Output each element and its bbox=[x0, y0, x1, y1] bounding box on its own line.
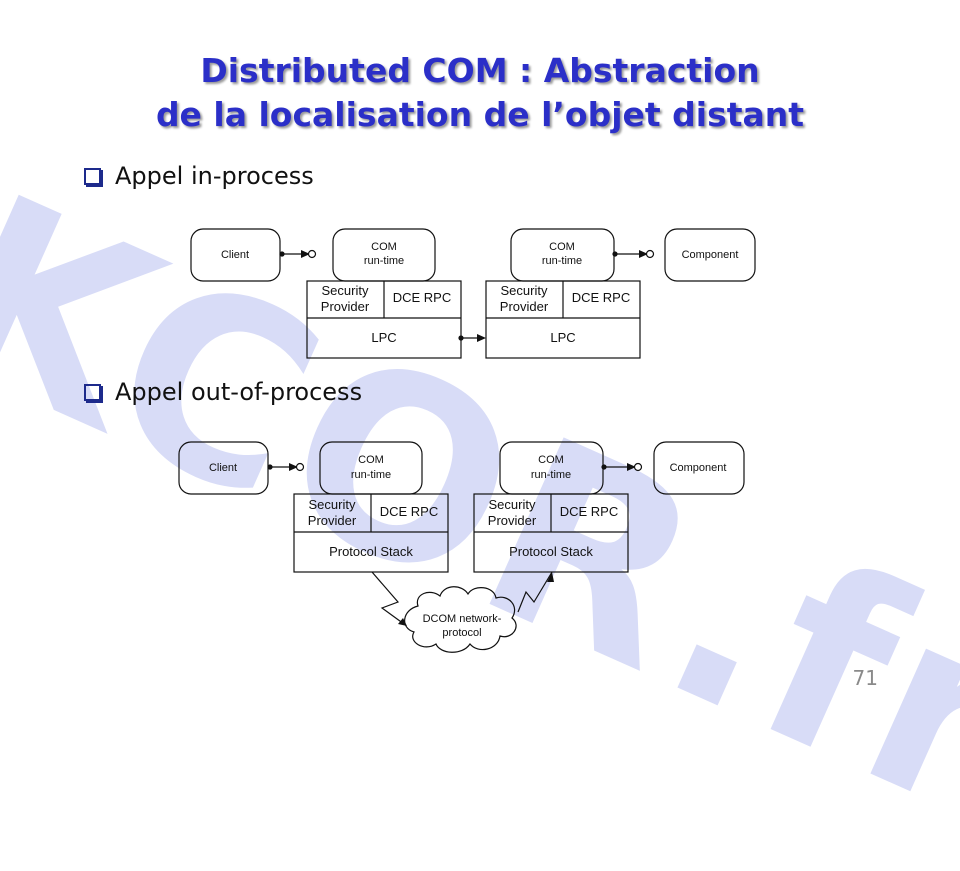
com-runtime-label-oop-l2: run-time bbox=[351, 469, 391, 481]
page-number: 71 bbox=[852, 666, 878, 690]
bullet-in-process: Appel in-process bbox=[84, 162, 314, 190]
diagram-in-process: Client COM run-time Security Provider DC… bbox=[190, 228, 756, 359]
component-label: Component bbox=[682, 249, 739, 261]
dce-rpc-label-right: DCE RPC bbox=[572, 290, 631, 305]
security-provider-label-oop-l2: Provider bbox=[308, 513, 357, 528]
com-runtime-label-l2: run-time bbox=[364, 255, 404, 267]
cloud-label-l2: protocol bbox=[442, 627, 481, 639]
com-runtime-box-right-oop bbox=[499, 441, 604, 495]
security-provider-label-r2: Provider bbox=[500, 299, 549, 314]
security-provider-label-l1: Security bbox=[322, 283, 369, 298]
lpc-label: LPC bbox=[371, 330, 396, 345]
com-runtime-label-oop-l1: COM bbox=[358, 454, 384, 466]
component-box-oop bbox=[653, 441, 745, 495]
com-runtime-box-left-oop bbox=[319, 441, 423, 495]
security-provider-label-oop-l1: Security bbox=[309, 497, 356, 512]
client-label: Client bbox=[221, 249, 249, 261]
com-runtime-label-r1: COM bbox=[549, 241, 575, 253]
dce-rpc-label: DCE RPC bbox=[393, 290, 452, 305]
checkbox-bullet-icon bbox=[84, 383, 101, 401]
slide-title-line1: Distributed COM : Abstraction bbox=[200, 51, 760, 90]
com-runtime-label-l1: COM bbox=[371, 241, 397, 253]
com-runtime-label-r2: run-time bbox=[542, 255, 582, 267]
bullet-out-of-process: Appel out-of-process bbox=[84, 378, 362, 406]
security-provider-label-l2: Provider bbox=[321, 299, 370, 314]
dce-rpc-label-oop: DCE RPC bbox=[380, 504, 439, 519]
dcom-network-cloud bbox=[404, 586, 517, 653]
com-runtime-label-oop-r2: run-time bbox=[531, 469, 571, 481]
client-label-oop: Client bbox=[209, 462, 237, 474]
protocol-stack-label-left: Protocol Stack bbox=[329, 544, 413, 559]
diagram-out-of-process: Client COM run-time Security Provider DC… bbox=[178, 441, 745, 653]
security-provider-label-oop-r1: Security bbox=[489, 497, 536, 512]
com-runtime-label-oop-r1: COM bbox=[538, 454, 564, 466]
lightning-link-left bbox=[371, 571, 405, 625]
dce-rpc-label-oop-right: DCE RPC bbox=[560, 504, 619, 519]
bullet-text: Appel out-of-process bbox=[115, 378, 363, 406]
lpc-label-right: LPC bbox=[550, 330, 575, 345]
checkbox-bullet-icon bbox=[84, 167, 101, 185]
lightning-link-right bbox=[517, 571, 553, 613]
bullet-text: Appel in-process bbox=[115, 162, 314, 190]
component-box bbox=[664, 228, 756, 282]
security-provider-label-oop-r2: Provider bbox=[488, 513, 537, 528]
cloud-label-l1: DCOM network- bbox=[423, 613, 502, 625]
slide: KCOR.fr Distributed COM : Abstraction de… bbox=[0, 51, 960, 871]
slide-title-line2: de la localisation de l’objet distant bbox=[155, 95, 805, 134]
component-label-oop: Component bbox=[670, 462, 727, 474]
security-provider-label-r1: Security bbox=[501, 283, 548, 298]
protocol-stack-label-right: Protocol Stack bbox=[509, 544, 593, 559]
